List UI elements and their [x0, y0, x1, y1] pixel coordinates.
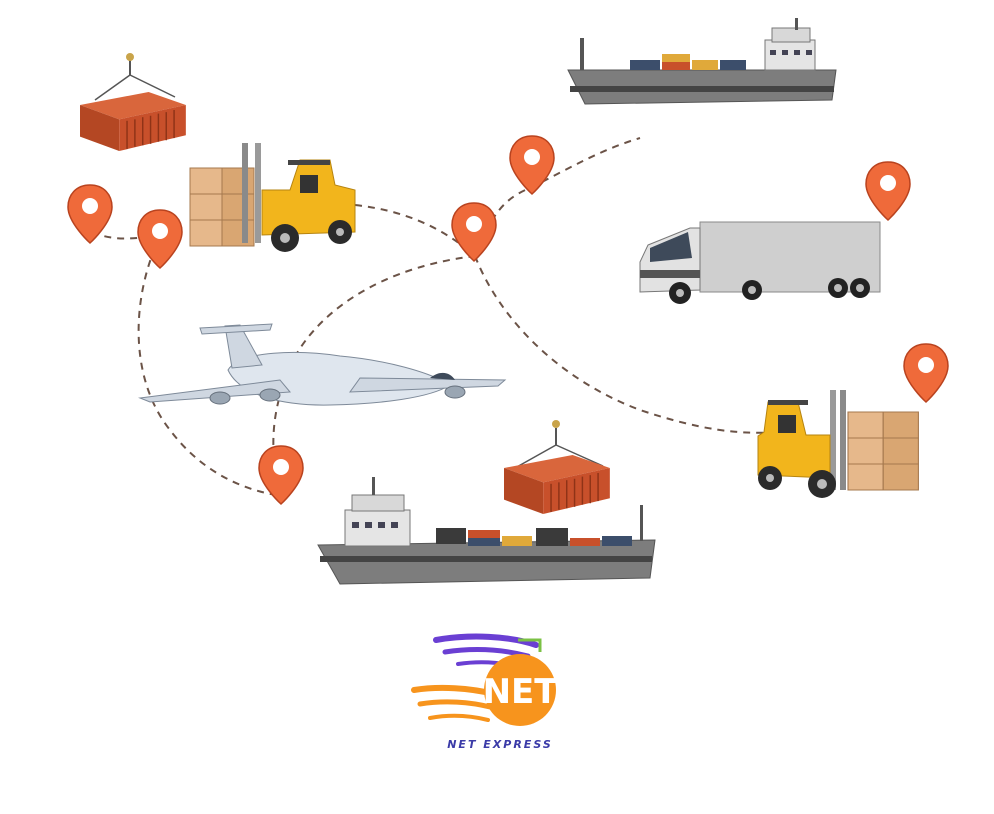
location-pin-icon — [903, 343, 949, 403]
location-pin-icon — [67, 184, 113, 244]
forklift-icon — [189, 143, 356, 252]
cargo-ship-icon — [567, 18, 837, 105]
location-pin-icon — [865, 161, 911, 221]
forklift-icon — [757, 390, 919, 498]
container-icon — [503, 420, 611, 515]
location-pin-icon — [137, 209, 183, 269]
logo-tagline: NET EXPRESS — [447, 738, 553, 751]
net-express-logo: NET NET EXPRESS — [411, 633, 559, 751]
cargo-ship-icon — [317, 477, 656, 585]
location-pin-icon — [258, 445, 304, 505]
truck-icon — [639, 221, 881, 304]
location-pin-icon — [509, 135, 555, 195]
logo-mark-text: NET — [483, 672, 559, 712]
airplane-icon — [138, 323, 507, 406]
container-icon — [79, 53, 187, 152]
location-pin-icon — [451, 202, 497, 262]
logo-circle — [484, 654, 556, 726]
